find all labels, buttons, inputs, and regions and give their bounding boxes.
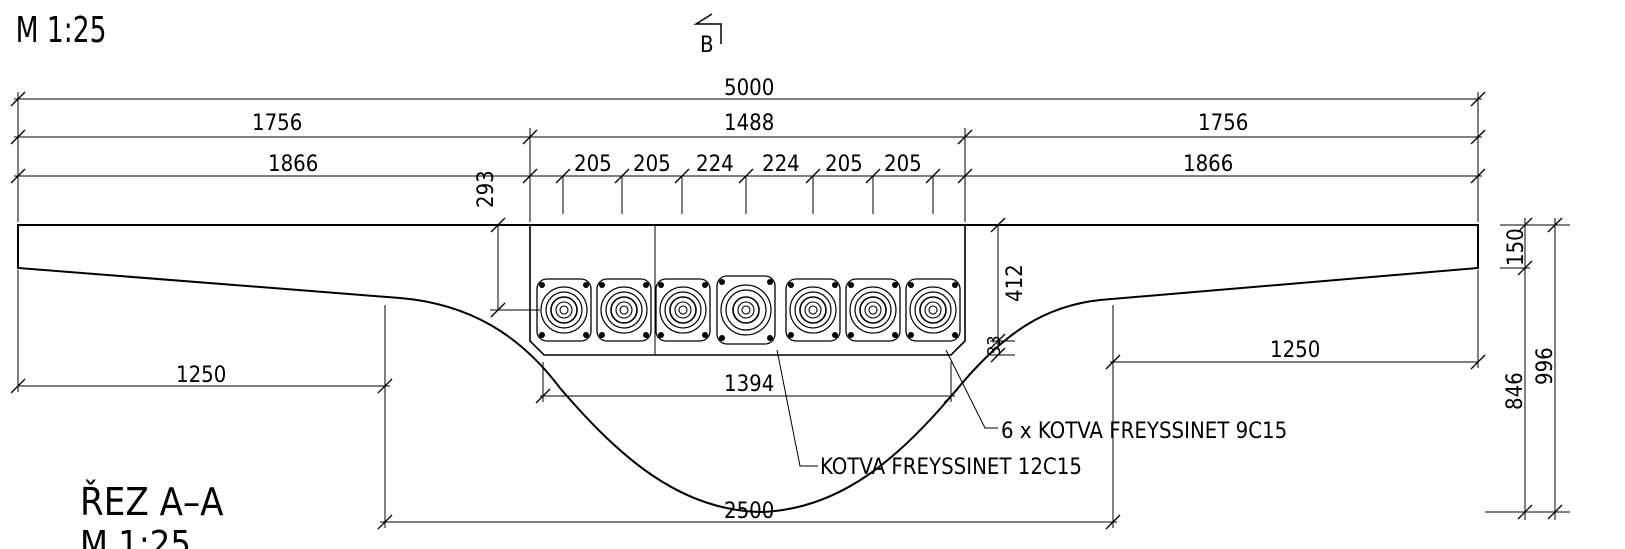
dim-spacing-4: 224 (762, 152, 800, 177)
dim-spacing-1: 205 (574, 152, 612, 177)
dim-spacing-6: 205 (884, 152, 922, 177)
dim-bottom-width: 2500 (724, 499, 774, 524)
slab-outline (17, 224, 1479, 514)
dim-left-flange: 1756 (252, 111, 302, 136)
scale-label: M 1:25 (16, 8, 107, 51)
anchor-9c15 (845, 278, 901, 342)
annotations: 6 x KOTVA FREYSSINET 9C15 KOTVA FREYSSIN… (820, 419, 1287, 480)
dim-overall-width: 5000 (724, 76, 774, 101)
anchor-9c15 (596, 278, 652, 342)
section-scale: M 1:25 (80, 524, 191, 549)
dim-spacing-3: 224 (696, 152, 734, 177)
anchor-block (529, 225, 966, 356)
dim-right-flange: 1756 (1198, 111, 1248, 136)
dim-height-846: 846 (1503, 372, 1528, 410)
dim-height-996: 996 (1533, 347, 1558, 385)
dimension-lines (14, 92, 1570, 528)
dimension-labels: 5000 1756 1488 1756 1866 1866 205 205 22… (176, 76, 1558, 524)
anchor-12c15-note: KOTVA FREYSSINET 12C15 (820, 455, 1082, 480)
dim-core-width: 1488 (724, 111, 774, 136)
anchor-12c15 (716, 275, 776, 345)
dim-block-height: 412 (1003, 264, 1028, 302)
dim-anchor-height: 293 (474, 170, 499, 208)
dim-spacing-5: 205 (825, 152, 863, 177)
dim-right-outer: 1866 (1183, 152, 1233, 177)
anchor-9c15 (785, 278, 841, 342)
dim-spacing-2: 205 (633, 152, 671, 177)
anchor-9c15-note: 6 x KOTVA FREYSSINET 9C15 (1001, 419, 1287, 444)
dim-anchor-row-width: 1394 (724, 372, 774, 397)
anchor-9c15 (655, 278, 711, 342)
dim-flange-thickness: 150 (1504, 228, 1529, 266)
dim-left-outer: 1866 (268, 152, 318, 177)
anchor-9c15 (905, 278, 961, 342)
anchor-9c15 (536, 278, 592, 342)
dim-bottom-offset: 33 (984, 335, 1005, 356)
section-title: ŘEZ A–A (80, 480, 224, 524)
section-marker: B (693, 13, 722, 58)
section-marker-letter: B (700, 33, 714, 58)
anchor-row (536, 275, 961, 345)
dim-left-base: 1250 (176, 363, 226, 388)
dim-right-base: 1250 (1270, 338, 1320, 363)
